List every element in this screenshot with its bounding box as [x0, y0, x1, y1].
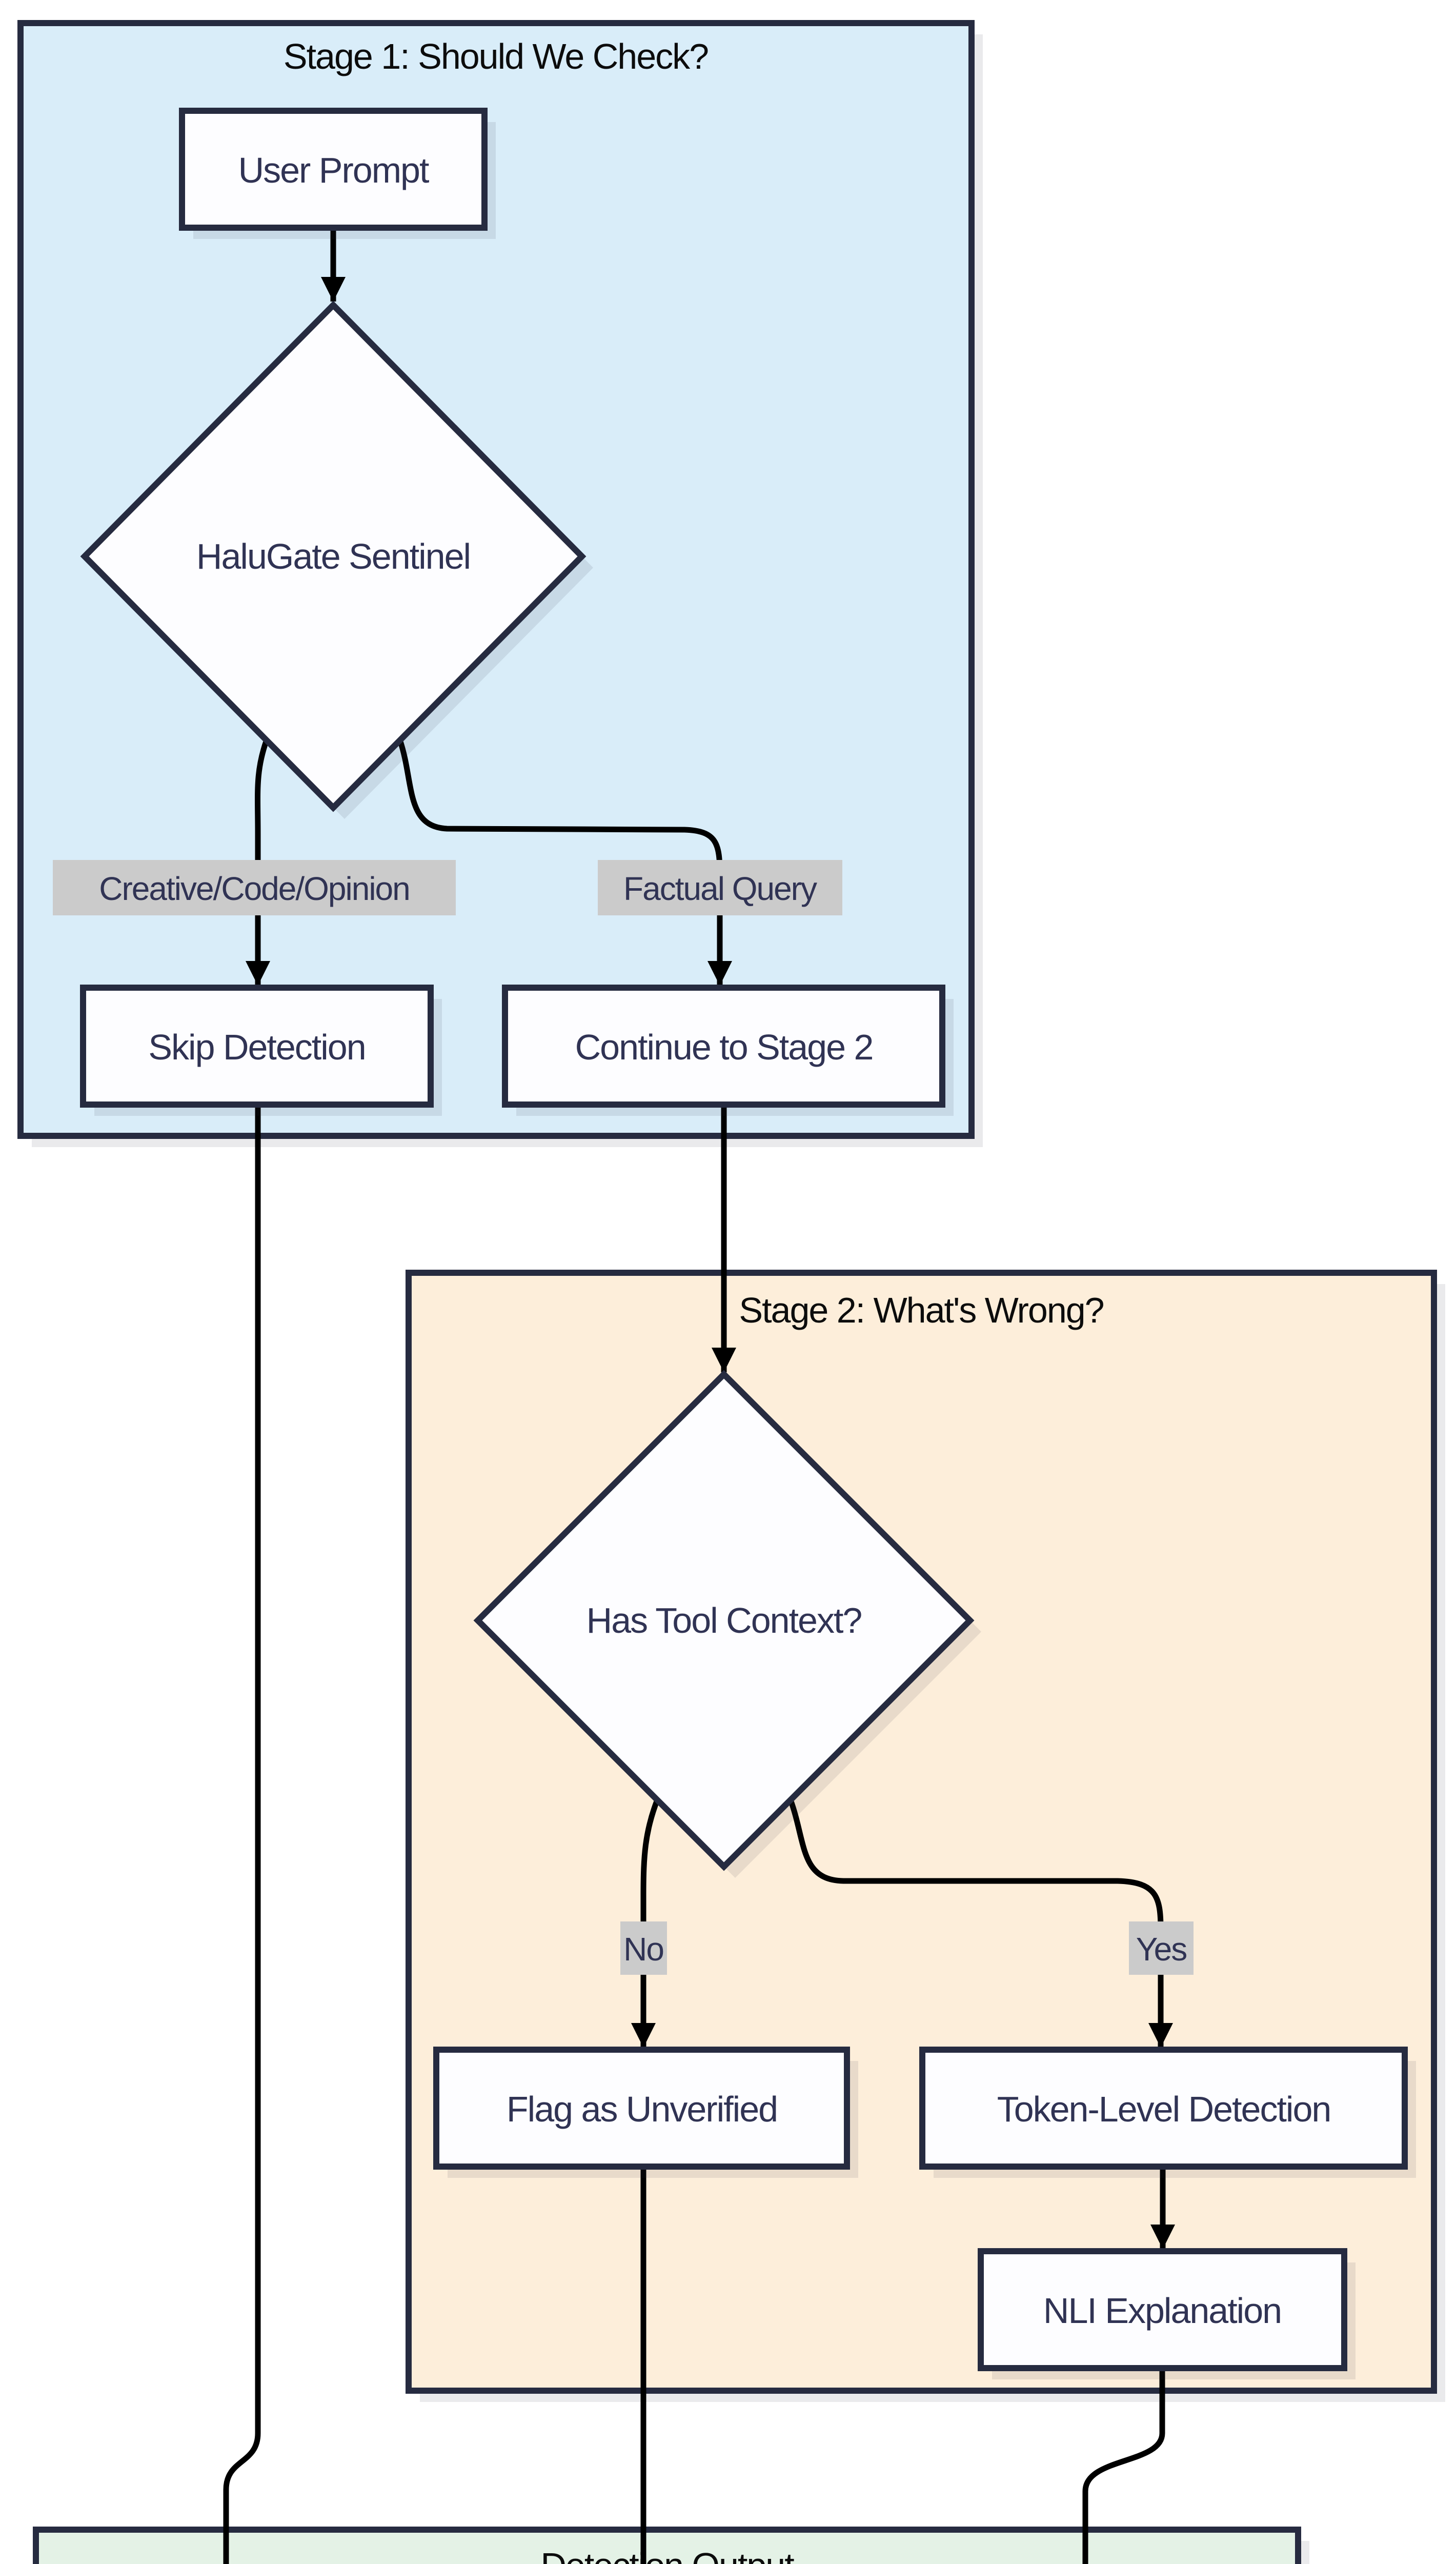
node-nli-label: NLI Explanation — [1043, 2291, 1281, 2331]
node-nli-box — [978, 2248, 1347, 2371]
node-sentinel-diamond — [80, 301, 587, 812]
node-user-prompt-box — [179, 108, 488, 231]
node-hastool-diamond — [473, 1370, 975, 1871]
edges — [223, 228, 1175, 2564]
node-flag-label: Flag as Unverified — [507, 2089, 777, 2129]
edge-skip-passthrough — [223, 1105, 261, 2564]
node-continue-box — [502, 985, 945, 1108]
edge-labels: Creative/Code/Opinion Factual Query No Y… — [53, 860, 1194, 1975]
edge-sentinel-continue — [397, 739, 732, 986]
node-has-tool-context: Has Tool Context? — [473, 1370, 981, 1878]
node-flag-box — [433, 2047, 850, 2170]
node-nli-explanation: NLI Explanation — [978, 2248, 1356, 2379]
node-continue-label: Continue to Stage 2 — [575, 1027, 873, 1067]
node-token-label: Token-Level Detection — [997, 2089, 1331, 2129]
edge-label-creative-bg — [53, 860, 456, 915]
node-token-box — [919, 2047, 1408, 2170]
node-skip-detection: Skip Detection — [80, 985, 442, 1116]
edge-label-no-bg — [620, 1921, 667, 1975]
edge-label-yes: Yes — [1136, 1931, 1186, 1968]
edge-label-creative: Creative/Code/Opinion — [99, 870, 409, 907]
cluster-stage2: Stage 2: What's Wrong? — [406, 1270, 1445, 2402]
node-skip-box — [80, 985, 434, 1108]
edge-label-factual: Factual Query — [623, 870, 817, 907]
node-halugate-sentinel: HaluGate Sentinel — [80, 301, 593, 819]
edge-sentinel-skip — [246, 739, 270, 986]
node-sentinel-label: HaluGate Sentinel — [196, 536, 470, 576]
edge-hastool-token — [787, 1799, 1173, 2048]
cluster-stage2-box — [406, 1270, 1437, 2394]
node-hastool-label: Has Tool Context? — [587, 1600, 862, 1640]
node-token-detection: Token-Level Detection — [919, 2047, 1416, 2178]
edge-label-no: No — [623, 1931, 663, 1968]
node-user-prompt: User Prompt — [179, 108, 496, 239]
cluster-output-title: Detection Output — [540, 2546, 794, 2564]
edge-nli-detailed — [1082, 2368, 1165, 2564]
node-continue-stage2: Continue to Stage 2 — [502, 985, 954, 1116]
node-user-prompt-label: User Prompt — [238, 150, 429, 190]
cluster-stage2-title: Stage 2: What's Wrong? — [739, 1290, 1103, 1330]
edge-label-yes-bg — [1129, 1921, 1194, 1975]
node-skip-label: Skip Detection — [148, 1027, 365, 1067]
edge-hastool-flag — [631, 1799, 660, 2048]
node-flag-unverified: Flag as Unverified — [433, 2047, 858, 2178]
cluster-stage1-title: Stage 1: Should We Check? — [284, 36, 708, 76]
edge-label-factual-bg — [598, 860, 842, 915]
cluster-detection-output: Detection Output — [33, 2527, 1309, 2564]
